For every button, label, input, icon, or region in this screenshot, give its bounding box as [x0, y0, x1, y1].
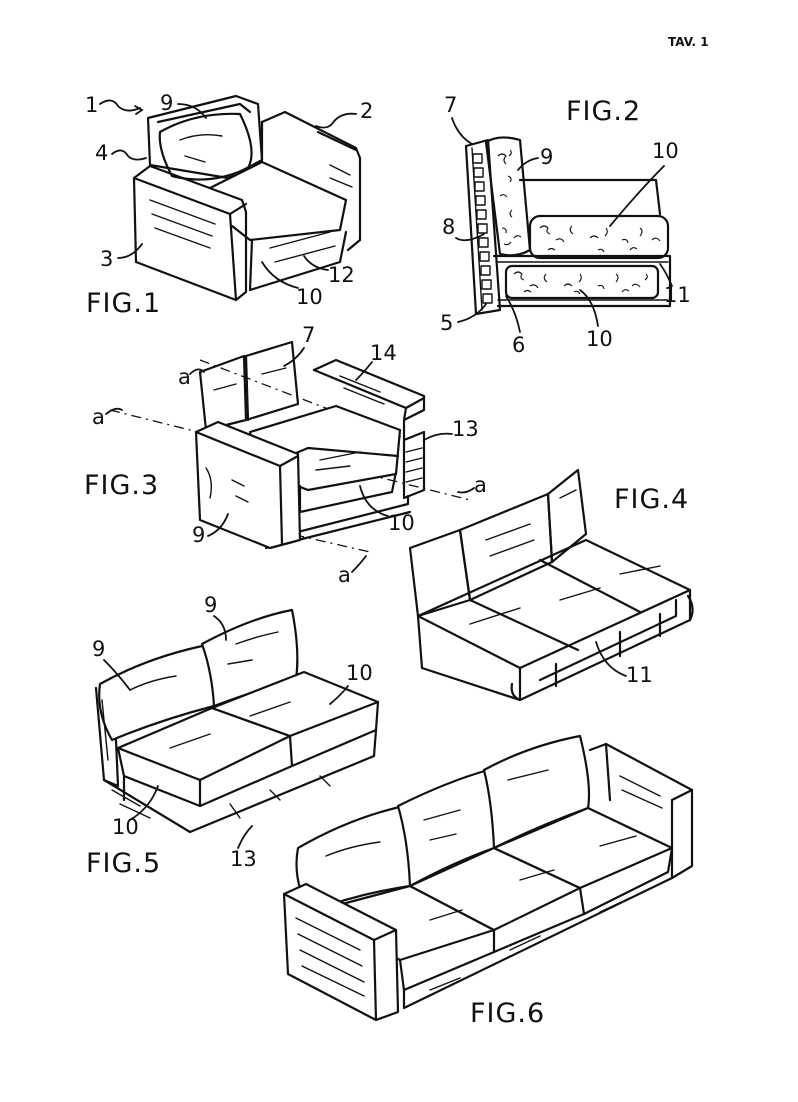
- fig6-three-seat-sofa: [284, 736, 692, 1020]
- sheet-label: TAV. 1: [668, 35, 709, 49]
- fig3-ref-a4: a: [338, 563, 351, 587]
- fig3-leader-a3: [458, 488, 474, 493]
- fig1-leader-3: [118, 244, 142, 258]
- fig5-title: FIG.5: [86, 848, 161, 879]
- fig1-ref-1: 1: [85, 93, 98, 117]
- fig5-ref-9a: 9: [92, 637, 105, 661]
- fig1-leader-2: [316, 114, 356, 128]
- fig2-leader-7: [452, 118, 472, 144]
- fig2-ref-8: 8: [442, 215, 455, 239]
- fig2-ref-6: 6: [512, 333, 525, 357]
- fig3-ref-a3: a: [474, 473, 487, 497]
- fig1-ref-12: 12: [328, 263, 355, 287]
- fig4-ref-11: 11: [626, 663, 653, 687]
- fig3-leader-14: [356, 362, 372, 380]
- fig5-ref-13: 13: [230, 847, 257, 871]
- fig2-leader-8: [456, 234, 484, 240]
- fig5-leader-13: [238, 826, 252, 848]
- fig2-ref-11: 11: [664, 283, 691, 307]
- fig1-ref-3: 3: [100, 247, 113, 271]
- fig2-ref-7: 7: [444, 93, 457, 117]
- fig1-ref-4: 4: [95, 141, 108, 165]
- fig2-leader-6: [506, 296, 520, 332]
- fig3-exploded-armchair: [110, 342, 470, 552]
- fig5-two-seat-sofa: [96, 610, 378, 832]
- fig3-ref-a1: a: [178, 365, 191, 389]
- fig2-title: FIG.2: [566, 96, 641, 127]
- fig2-ref-10a: 10: [652, 139, 679, 163]
- fig2-ref-9: 9: [540, 145, 553, 169]
- fig5-ref-10b: 10: [346, 661, 373, 685]
- fig3-ref-10: 10: [388, 511, 415, 535]
- fig5-ref-10a: 10: [112, 815, 139, 839]
- fig1-ref-10: 10: [296, 285, 323, 309]
- fig1-leader-1: [100, 100, 140, 110]
- fig3-ref-7: 7: [302, 323, 315, 347]
- fig3-ref-13: 13: [452, 417, 479, 441]
- fig4-title: FIG.4: [614, 484, 689, 515]
- fig3-ref-a2: a: [92, 405, 105, 429]
- fig1-title: FIG.1: [86, 288, 161, 319]
- fig3-ref-14: 14: [370, 341, 397, 365]
- fig1-leader-4: [112, 150, 146, 159]
- fig2-ref-10b: 10: [586, 327, 613, 351]
- fig2-section: [466, 137, 670, 314]
- fig2-ref-5: 5: [440, 311, 453, 335]
- fig6-title: FIG.6: [470, 998, 545, 1029]
- fig5-ref-9b: 9: [204, 593, 217, 617]
- fig3-title: FIG.3: [84, 470, 159, 501]
- fig2-leader-10b: [580, 290, 598, 326]
- fig1-ref-2: 2: [360, 99, 373, 123]
- fig3-ref-9: 9: [192, 523, 205, 547]
- fig1-ref-9: 9: [160, 91, 173, 115]
- fig3-leader-a4: [352, 556, 366, 572]
- fig3-leader-13: [424, 434, 452, 440]
